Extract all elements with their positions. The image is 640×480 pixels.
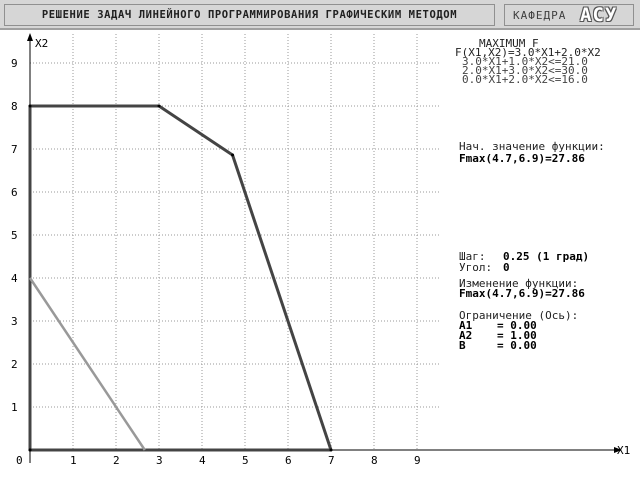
initial-value: Fmax(4.7,6.9)=27.86 <box>459 152 585 165</box>
region-vertex-point <box>329 448 333 452</box>
department-logo: АСУ <box>580 4 618 26</box>
initial-value-label: Нач. значение функции: <box>459 140 605 153</box>
angle-label: Угол: <box>459 261 493 274</box>
limit-b-name: B <box>459 339 466 352</box>
limit-a1-value: = 0.00 <box>497 319 537 332</box>
department-label: КАФЕДРА <box>513 9 567 22</box>
x-tick-label: 0 <box>16 454 23 467</box>
app-title: РЕШЕНИЕ ЗАДАЧ ЛИНЕЙНОГО ПРОГРАММИРОВАНИЯ… <box>41 9 458 21</box>
y-tick-label: 6 <box>11 186 18 199</box>
axes: X2 X1 <box>27 33 630 463</box>
constraint-3: 0.0*X1+2.0*X2<=16.0 <box>462 73 588 86</box>
grid <box>30 34 440 450</box>
y-tick-label: 3 <box>11 315 18 328</box>
y-tick-label: 1 <box>11 401 18 414</box>
x-tick-label: 7 <box>328 454 335 467</box>
constraint-1: 3.0*X1+1.0*X2<=21.0 <box>462 55 588 68</box>
y-axis-arrow <box>27 33 33 41</box>
region-vertex-point <box>28 104 32 108</box>
x-axis-label: X1 <box>617 444 630 457</box>
region-vertex-point <box>231 153 235 157</box>
step-label: Шаг: <box>459 250 486 263</box>
y-tick-label: 4 <box>11 272 18 285</box>
title-frame: РЕШЕНИЕ ЗАДАЧ ЛИНЕЙНОГО ПРОГРАММИРОВАНИЯ… <box>4 4 495 26</box>
x-axis-arrow <box>614 447 622 453</box>
x-tick-label: 4 <box>199 454 206 467</box>
x-tick-label: 1 <box>70 454 77 467</box>
feasible-region-boundary <box>28 104 333 452</box>
change-label: Изменение функции: <box>459 277 579 290</box>
objective-function: F(X1,X2)=3.0*X1+2.0*X2 <box>455 46 601 59</box>
constraint-2: 2.0*X1+3.0*X2<=30.0 <box>462 64 588 77</box>
maximum-heading: MAXIMUM F <box>479 37 539 50</box>
region-vertex-point <box>28 448 32 452</box>
limit-a1-name: A1 <box>459 319 473 332</box>
x-tick-label: 6 <box>285 454 292 467</box>
y-tick-label: 8 <box>11 100 18 113</box>
y-axis-label: X2 <box>35 37 48 50</box>
change-value: Fmax(4.7,6.9)=27.86 <box>459 287 585 300</box>
x-tick-label: 8 <box>371 454 378 467</box>
limit-label: Ограничение (Ось): <box>459 309 579 322</box>
y-tick-label: 2 <box>11 358 18 371</box>
department-bar: КАФЕДРА АСУ <box>500 0 640 30</box>
limit-a2-value: = 1.00 <box>497 329 537 342</box>
y-tick-label: 7 <box>11 143 18 156</box>
x-tick-label: 3 <box>156 454 163 467</box>
limit-b-value: = 0.00 <box>497 339 537 352</box>
y-tick-label: 5 <box>11 229 18 242</box>
x-tick-label: 2 <box>113 454 120 467</box>
limit-a2-name: A2 <box>459 329 473 342</box>
angle-value: 0 <box>503 261 510 274</box>
x-tick-label: 9 <box>414 454 421 467</box>
objective-function-line <box>28 277 146 451</box>
region-vertex-point <box>157 104 161 108</box>
chart-series <box>28 104 333 452</box>
tick-labels: 0 1 2 3 4 5 6 7 8 9 1 2 3 4 5 6 7 8 9 <box>11 57 421 467</box>
x-tick-label: 5 <box>242 454 249 467</box>
title-bar: РЕШЕНИЕ ЗАДАЧ ЛИНЕЙНОГО ПРОГРАММИРОВАНИЯ… <box>0 0 500 30</box>
y-tick-label: 9 <box>11 57 18 70</box>
step-value: 0.25 (1 град) <box>503 250 590 263</box>
department-frame: КАФЕДРА АСУ <box>504 4 634 26</box>
